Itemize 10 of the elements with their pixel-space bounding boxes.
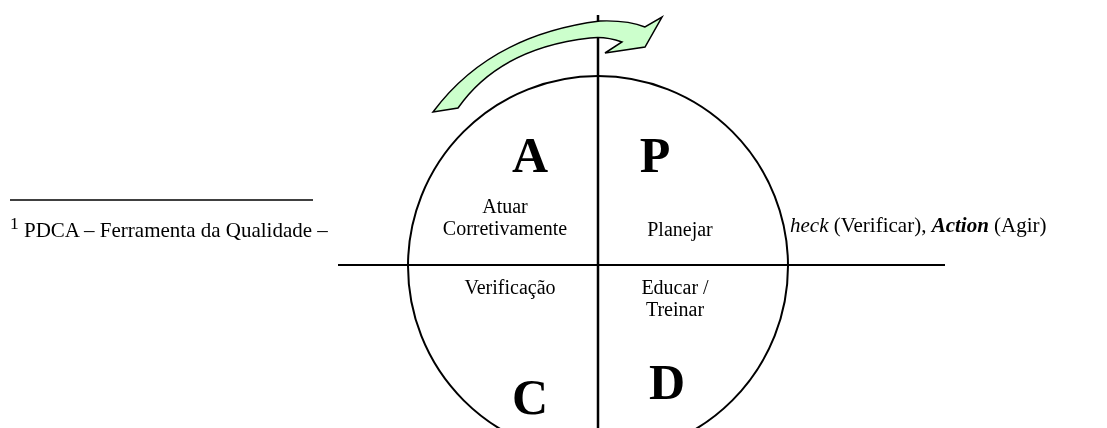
footnote-text: $^{1}$ PDCA – Ferramenta da Qualidade –	[10, 214, 328, 243]
quadrant-label: Atuar Corretivamente	[441, 195, 569, 239]
quadrant-letter: C	[510, 370, 550, 425]
quadrant-letter: A	[510, 128, 550, 183]
quadrant-letter: D	[647, 355, 687, 410]
quadrant-label: Educar / Treinar	[640, 276, 710, 320]
quadrant-label: Planejar	[646, 218, 714, 240]
quadrant-label: Verificação	[463, 276, 557, 298]
quadrant-letter: P	[638, 128, 672, 183]
footnote-text: heck (Verificar), Action (Agir)	[790, 214, 1047, 238]
